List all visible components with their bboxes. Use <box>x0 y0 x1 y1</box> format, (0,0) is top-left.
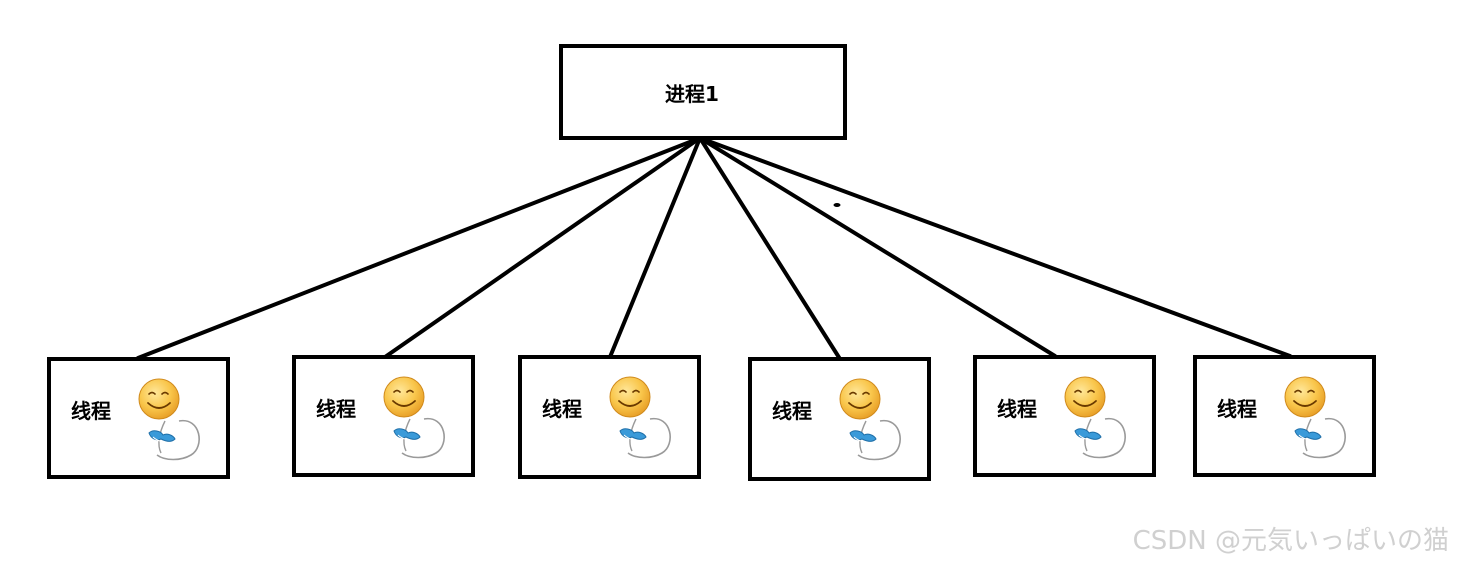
smiley-mascot-icon <box>138 378 200 461</box>
connector-line-6 <box>698 136 1292 358</box>
thread-label: 线程 <box>997 397 1037 421</box>
thread-label: 线程 <box>772 399 812 423</box>
process-label: 进程1 <box>665 82 719 106</box>
connector-line-1 <box>136 136 702 360</box>
process-box: 进程1 <box>559 44 847 140</box>
thread-label: 线程 <box>71 399 111 423</box>
connector-line-5 <box>698 136 1057 358</box>
thread-box-4: 线程 <box>748 357 931 481</box>
smiley-mascot-icon <box>839 378 901 461</box>
thread-box-6: 线程 <box>1193 355 1376 477</box>
thread-box-1: 线程 <box>47 357 230 479</box>
thread-box-5: 线程 <box>973 355 1156 477</box>
connector-line-2 <box>383 136 702 359</box>
smiley-mascot-icon <box>1284 376 1346 459</box>
smiley-mascot-icon <box>1064 376 1126 459</box>
connector-line-4 <box>698 136 842 361</box>
stray-mark <box>833 203 841 207</box>
connector-line-3 <box>608 136 702 359</box>
thread-label: 线程 <box>1217 397 1257 421</box>
smiley-mascot-icon <box>383 376 445 459</box>
watermark: CSDN @元気いっぱいの猫 <box>1132 526 1449 556</box>
thread-box-3: 线程 <box>518 355 701 479</box>
thread-box-2: 线程 <box>292 355 475 477</box>
thread-label: 线程 <box>542 397 582 421</box>
thread-label: 线程 <box>316 397 356 421</box>
smiley-mascot-icon <box>609 376 671 459</box>
